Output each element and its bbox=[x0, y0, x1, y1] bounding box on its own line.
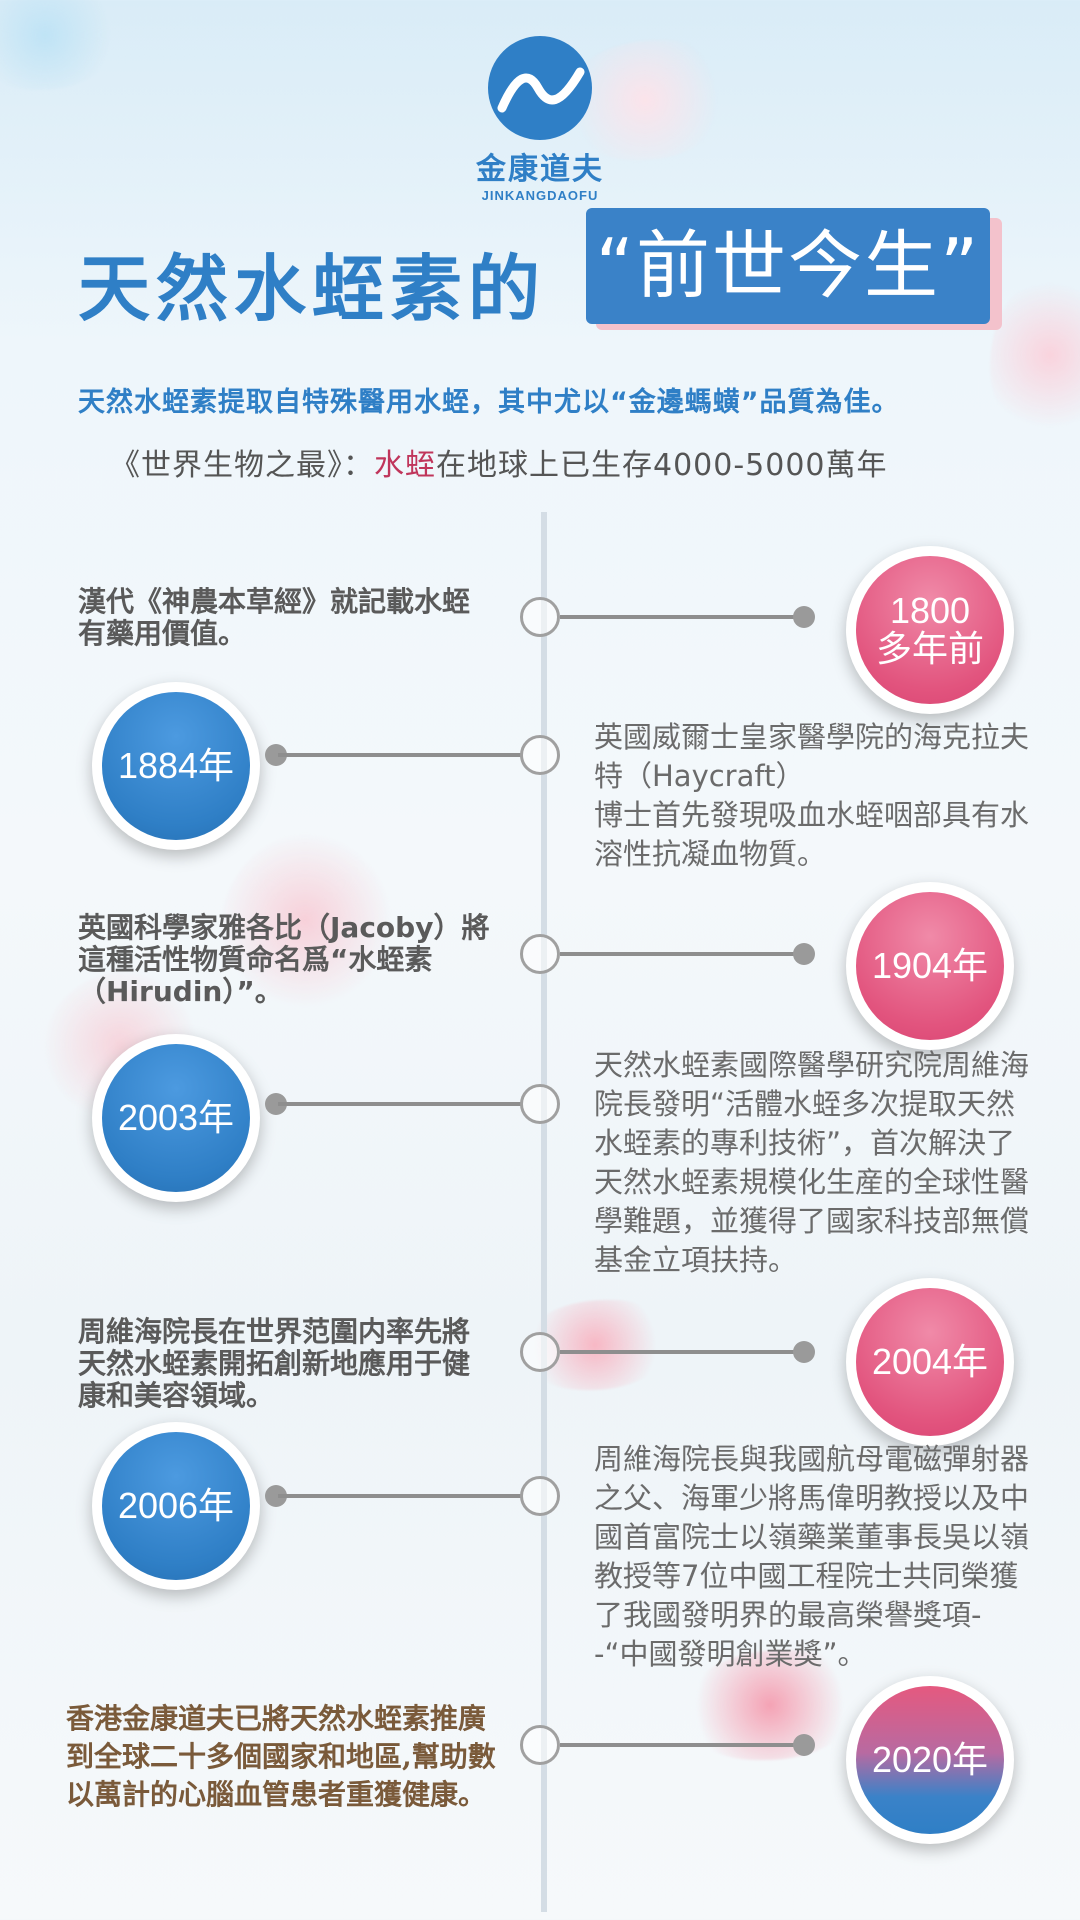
logo-english-text: JINKANGDAOFU bbox=[481, 188, 599, 203]
timeline-node bbox=[520, 597, 560, 637]
timeline-connector bbox=[560, 1350, 800, 1354]
timeline-node bbox=[520, 1084, 560, 1124]
timeline-text-2004: 周維海院長在世界范圍内率先將天然水蛭素開拓創新地應用于健康和美容領域。 bbox=[78, 1315, 471, 1412]
year-label: 1884年 bbox=[102, 692, 250, 840]
timeline-connector bbox=[278, 1494, 522, 1498]
intro-text: 天然水蛭素提取自特殊醫用水蛭，其中尤以“金邊螞蟥”品質為佳。 bbox=[78, 387, 900, 418]
year-label: 1800 多年前 bbox=[856, 556, 1004, 704]
timeline-text-1904: 英國科學家雅各比（Jacoby）將這種活性物質命名爲“水蛭素（Hirudin）”… bbox=[78, 911, 490, 1008]
brand-logo: 金康道夫 JINKANGDAOFU bbox=[0, 36, 1080, 203]
timeline-connector bbox=[560, 1743, 800, 1747]
year-label: 2003年 bbox=[102, 1044, 250, 1192]
timeline-dot bbox=[265, 1485, 287, 1507]
year-label: 2020年 bbox=[856, 1686, 1004, 1834]
timeline-text-2003: 天然水蛭素國際醫學研究院周維海院長發明“活體水蛭多次提取天然水蛭素的專利技術”，… bbox=[594, 1048, 1030, 1277]
page-title: 天然水蛭素的 bbox=[78, 247, 547, 331]
year-badge-1884: 1884年 bbox=[92, 682, 260, 850]
title-highlight: “前世今生” bbox=[586, 208, 990, 324]
year-badge-1800: 1800 多年前 bbox=[846, 546, 1014, 714]
timeline-node bbox=[520, 1332, 560, 1372]
logo-wave-icon bbox=[488, 36, 592, 140]
year-badge-2003: 2003年 bbox=[92, 1034, 260, 1202]
timeline-node bbox=[520, 934, 560, 974]
fact-prefix: 《世界生物之最》： bbox=[110, 448, 374, 483]
timeline-text-1884: 英國威爾士皇家醫學院的海克拉夫特（Haycraft） 博士首先發現吸血水蛭咽部具… bbox=[594, 720, 1030, 871]
timeline-text-1800: 漢代《神農本草經》就記載水蛭有藥用價值。 bbox=[78, 585, 471, 650]
timeline-dot bbox=[265, 1093, 287, 1115]
timeline-dot bbox=[793, 1341, 815, 1363]
logo-chinese-text: 金康道夫 bbox=[476, 152, 604, 187]
fact-suffix: 在地球上已生存4000-5000萬年 bbox=[436, 448, 888, 483]
year-badge-2004: 2004年 bbox=[846, 1278, 1014, 1446]
timeline-axis bbox=[541, 512, 547, 1912]
timeline-dot bbox=[793, 943, 815, 965]
timeline-connector bbox=[560, 615, 800, 619]
timeline-node bbox=[520, 1476, 560, 1516]
timeline-node bbox=[520, 1725, 560, 1765]
year-label: 2006年 bbox=[102, 1432, 250, 1580]
timeline-connector bbox=[560, 952, 800, 956]
timeline-text-2006: 周維海院長與我國航母電磁彈射器之父、海軍少將馬偉明教授以及中國首富院士以嶺藥業董… bbox=[594, 1442, 1030, 1671]
year-badge-2020: 2020年 bbox=[846, 1676, 1014, 1844]
timeline-connector bbox=[278, 753, 522, 757]
fact-highlight: 水蛭 bbox=[374, 448, 436, 483]
timeline-connector bbox=[278, 1102, 522, 1106]
timeline-dot bbox=[265, 744, 287, 766]
year-badge-2006: 2006年 bbox=[92, 1422, 260, 1590]
fact-line: 《世界生物之最》：水蛭在地球上已生存4000-5000萬年 bbox=[110, 440, 888, 484]
year-label: 1904年 bbox=[856, 892, 1004, 1040]
timeline-dot bbox=[793, 606, 815, 628]
year-label: 2004年 bbox=[856, 1288, 1004, 1436]
timeline-dot bbox=[793, 1734, 815, 1756]
timeline-node bbox=[520, 735, 560, 775]
year-badge-1904: 1904年 bbox=[846, 882, 1014, 1050]
petal-decoration bbox=[990, 270, 1080, 440]
timeline-text-2020: 香港金康道夫已將天然水蛭素推廣到全球二十多個國家和地區,幫助數以萬計的心腦血管患… bbox=[66, 1702, 496, 1811]
